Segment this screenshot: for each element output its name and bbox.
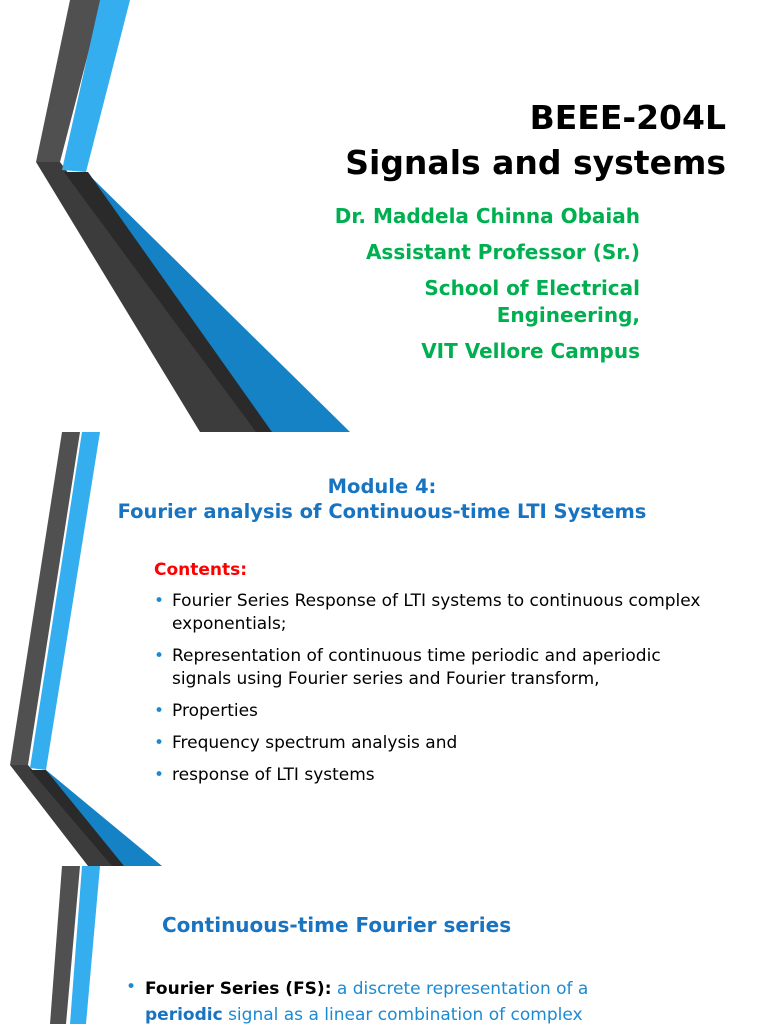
definition-text: a discrete representation of a [336,979,589,999]
module-title: Module 4: Fourier analysis of Continuous… [110,474,654,524]
slide-decoration [50,866,100,1024]
definition-text-2: signal as a linear combination of comple… [228,1005,583,1024]
list-item-text: Representation of continuous time period… [172,646,661,689]
bullet-icon: • [154,733,165,753]
course-code: BEEE-204L [529,98,726,137]
contents-list: • Fourier Series Response of LTI systems … [154,590,714,796]
course-name: Signals and systems [345,143,726,182]
contents-heading: Contents: [154,560,248,580]
list-item: • Representation of continuous time perio… [154,645,714,691]
slide-fourier-series: Continuous-time Fourier series • Fourier… [0,866,768,1024]
slide-module-contents: Module 4: Fourier analysis of Continuous… [0,432,768,866]
author-position: Assistant Professor (Sr.) [365,240,640,264]
module-subtitle: Fourier analysis of Continuous-time LTI … [117,500,647,523]
author-school: School of Electrical Engineering, [424,276,640,327]
bullet-icon: • [154,646,165,666]
list-item: • Fourier Series Response of LTI systems … [154,590,714,636]
list-item-text: Properties [172,701,258,721]
list-item: • Fourier Series (FS): a discrete repres… [126,976,666,1024]
list-item: • response of LTI systems [154,764,714,787]
course-title: BEEE-204L Signals and systems [345,95,726,185]
slide-decoration [36,0,350,432]
bullet-icon: • [154,765,165,785]
author-name: Dr. Maddela Chinna Obaiah [334,204,640,228]
bullet-icon: • [126,977,137,997]
author-block: Dr. Maddela Chinna Obaiah Assistant Prof… [220,203,640,374]
term-periodic: periodic [145,1005,223,1024]
slide-decoration [10,432,162,866]
list-item-text: Frequency spectrum analysis and [172,733,458,753]
bullet-icon: • [154,701,165,721]
module-number: Module 4: [327,475,437,498]
list-item: • Frequency spectrum analysis and [154,732,714,755]
list-item-text: Fourier Series (FS): a discrete represen… [126,976,666,1024]
bullet-icon: • [154,591,165,611]
list-item-text: Fourier Series Response of LTI systems t… [172,591,701,634]
list-item-text: response of LTI systems [172,765,375,785]
author-campus: VIT Vellore Campus [421,339,640,363]
term-fourier-series: Fourier Series (FS): [145,979,332,999]
slide-title: BEEE-204L Signals and systems Dr. Maddel… [0,0,768,432]
list-item: • Properties [154,700,714,723]
slide-title: Continuous-time Fourier series [162,913,512,937]
